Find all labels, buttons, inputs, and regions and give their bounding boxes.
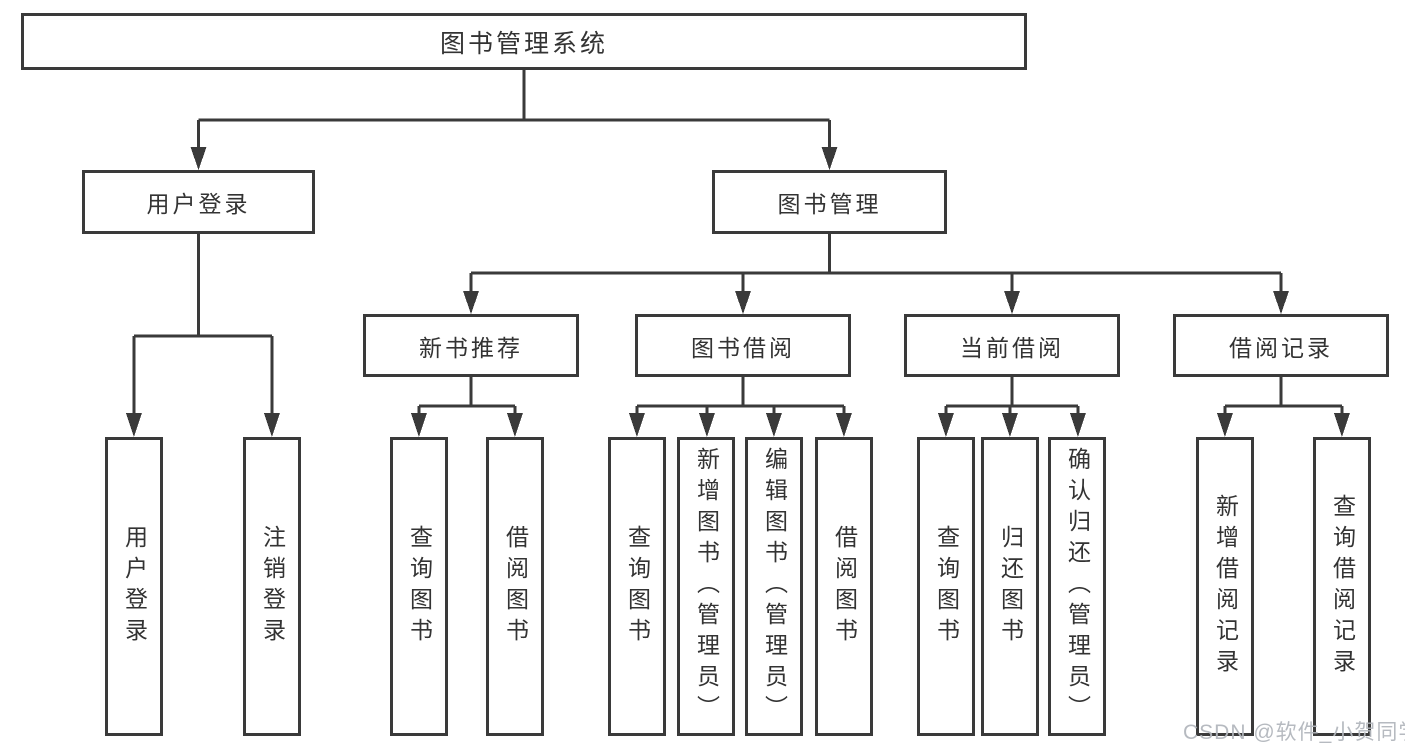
csdn-watermark: CSDN @软件_小贺同学 <box>1183 721 1405 744</box>
connector-current-borrow-children <box>938 377 1086 437</box>
node-label: 图书借阅 <box>691 334 795 361</box>
leaf-edit-book-admin: 编辑图书（管理员） <box>745 437 803 736</box>
leaf-query-books: 查询图书 <box>390 437 448 736</box>
leaf-borrow-books: 借阅图书 <box>486 437 544 736</box>
leaf-query-books: 查询图书 <box>917 437 975 736</box>
node-label: 图书管理 <box>777 191 882 217</box>
leaf-label: 归还图书 <box>997 524 1024 649</box>
node-label: 新书推荐 <box>419 334 523 361</box>
leaf-label: 查询借阅记录 <box>1329 493 1356 680</box>
leaf-label: 确认归还（管理员） <box>1064 447 1091 726</box>
node-label: 借阅记录 <box>1229 334 1333 361</box>
leaf-borrow-books: 借阅图书 <box>815 437 873 736</box>
leaf-add-borrow-record: 新增借阅记录 <box>1196 437 1254 736</box>
node-borrowing-records: 借阅记录 <box>1173 314 1389 377</box>
leaf-label: 注销登录 <box>259 524 286 649</box>
node-new-book-recommend: 新书推荐 <box>363 314 579 377</box>
node-library-management-system: 图书管理系统 <box>21 13 1027 70</box>
node-label: 当前借阅 <box>960 334 1064 361</box>
leaf-label: 查询图书 <box>406 524 433 649</box>
node-current-borrowing: 当前借阅 <box>904 314 1120 377</box>
leaf-query-borrow-record: 查询借阅记录 <box>1313 437 1371 736</box>
leaf-user-login: 用户登录 <box>105 437 163 736</box>
leaf-label: 新增图书（管理员） <box>693 447 720 726</box>
node-book-borrowing: 图书借阅 <box>635 314 851 377</box>
leaf-confirm-return-admin: 确认归还（管理员） <box>1048 437 1106 736</box>
connector-user-login-children <box>126 234 280 437</box>
connector-book-borrow-children <box>629 377 852 437</box>
connector-book-mgmt-children <box>463 234 1289 314</box>
leaf-label: 编辑图书（管理员） <box>761 447 788 726</box>
leaf-logout: 注销登录 <box>243 437 301 736</box>
node-book-management: 图书管理 <box>712 170 947 234</box>
connector-root-to-level2 <box>190 70 838 170</box>
leaf-query-books: 查询图书 <box>608 437 666 736</box>
leaf-add-book-admin: 新增图书（管理员） <box>677 437 735 736</box>
leaf-label: 查询图书 <box>933 524 960 649</box>
leaf-return-books: 归还图书 <box>981 437 1039 736</box>
leaf-label: 查询图书 <box>624 524 651 649</box>
node-label: 用户登录 <box>146 191 251 217</box>
connector-borrow-records-children <box>1217 377 1350 437</box>
leaf-label: 新增借阅记录 <box>1212 493 1239 680</box>
leaf-label: 借阅图书 <box>502 524 529 649</box>
leaf-label: 用户登录 <box>121 524 148 649</box>
node-label: 图书管理系统 <box>439 29 608 58</box>
node-user-login: 用户登录 <box>82 170 315 234</box>
connector-new-book-children <box>411 377 523 437</box>
leaf-label: 借阅图书 <box>831 524 858 649</box>
